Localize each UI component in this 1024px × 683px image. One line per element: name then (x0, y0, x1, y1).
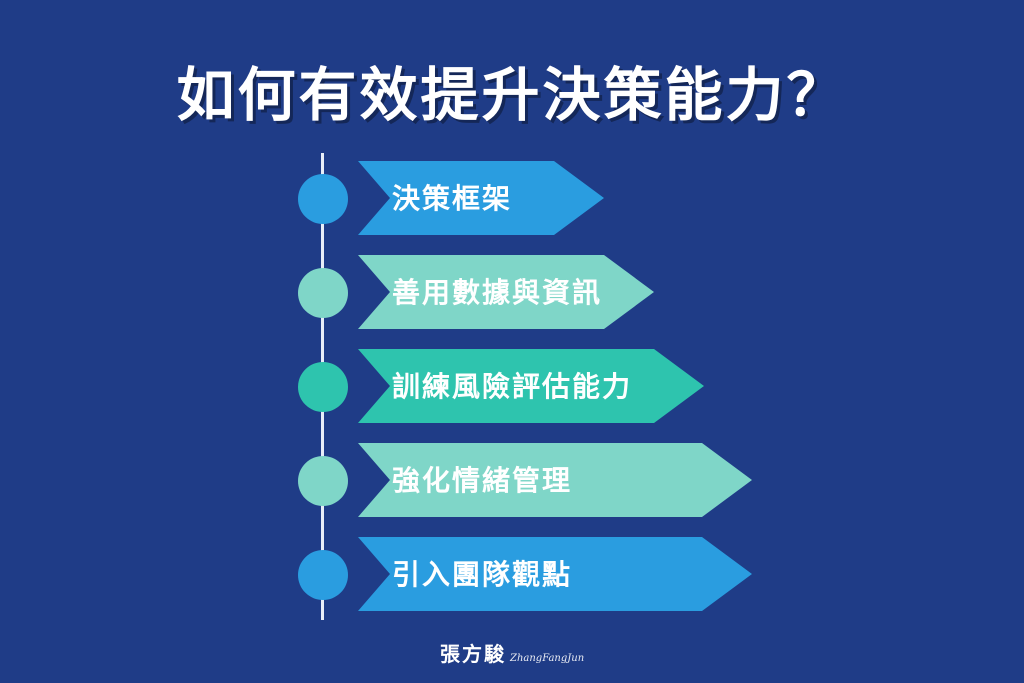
step-3-arrow (358, 349, 704, 423)
step-5-label: 引入團隊觀點 (392, 558, 573, 591)
step-5-dot (298, 550, 348, 600)
step-2-arrow (358, 255, 654, 329)
author-logo: 張方駿 ZhangFangJun (440, 638, 584, 672)
step-4-dot (298, 456, 348, 506)
step-2-dot (298, 268, 348, 318)
step-1-arrow (358, 161, 604, 235)
logo-chinese-text: 張方駿 (440, 642, 506, 666)
step-2-label: 善用數據與資訊 (392, 276, 603, 309)
step-5-arrow (358, 537, 752, 611)
step-4-label: 強化情緒管理 (392, 464, 573, 497)
step-1-label: 決策框架 (392, 182, 513, 215)
step-1-dot (298, 174, 348, 224)
step-4-arrow (358, 443, 752, 517)
step-3-dot (298, 362, 348, 412)
page-title: 如何有效提升決策能力？ (176, 61, 848, 129)
logo-english-text: ZhangFangJun (510, 653, 585, 664)
step-3-label: 訓練風險評估能力 (392, 370, 633, 403)
